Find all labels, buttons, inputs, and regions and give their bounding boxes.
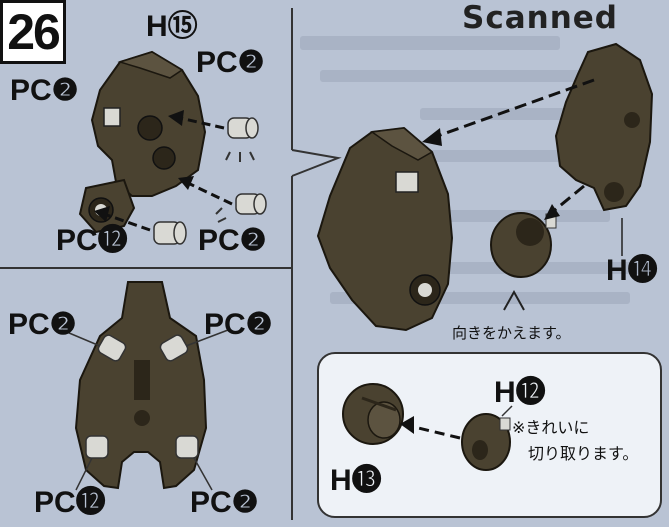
label-h15: H⑮: [146, 10, 198, 43]
polycap-pc2-br: [159, 334, 189, 362]
label-h14: H⓮: [606, 254, 658, 287]
label-pc12-bottom: PC⓬: [34, 486, 106, 519]
part-h13-cap: [342, 383, 404, 445]
part-h12-cap: [461, 413, 511, 471]
polycap-pc2-bl: [97, 334, 127, 362]
polycap-pc12-bl: [85, 435, 109, 459]
label-h12: H⓬: [494, 376, 546, 409]
note-clean-cut-line2: 切り取ります。: [528, 444, 639, 463]
watermark-text: Scanned: [462, 0, 618, 36]
label-pc2-mid: PC❷: [198, 224, 267, 257]
label-h13: H⓭: [330, 464, 382, 497]
note-turn-around: 向きをかえます。: [452, 324, 571, 342]
label-pc2-bottom-far-right: PC❷: [190, 486, 259, 519]
step-number: 26: [0, 0, 66, 64]
label-pc2-bottom-right: PC❷: [204, 308, 273, 341]
polycap-pc2-bfr: [175, 435, 199, 459]
polycap-pc12: [153, 221, 187, 245]
label-pc12-left: PC⓬: [56, 224, 128, 257]
label-pc2-bottom-left: PC❷: [8, 308, 77, 341]
part-h14: [554, 42, 654, 212]
note-clean-cut-line1: ※きれいに: [512, 418, 590, 437]
polycap-pc2-lower: [235, 193, 267, 215]
label-pc2-top-left: PC❷: [10, 74, 79, 107]
polycap-pc2-upper: [227, 117, 259, 139]
label-pc2-top-right: PC❷: [196, 46, 265, 79]
